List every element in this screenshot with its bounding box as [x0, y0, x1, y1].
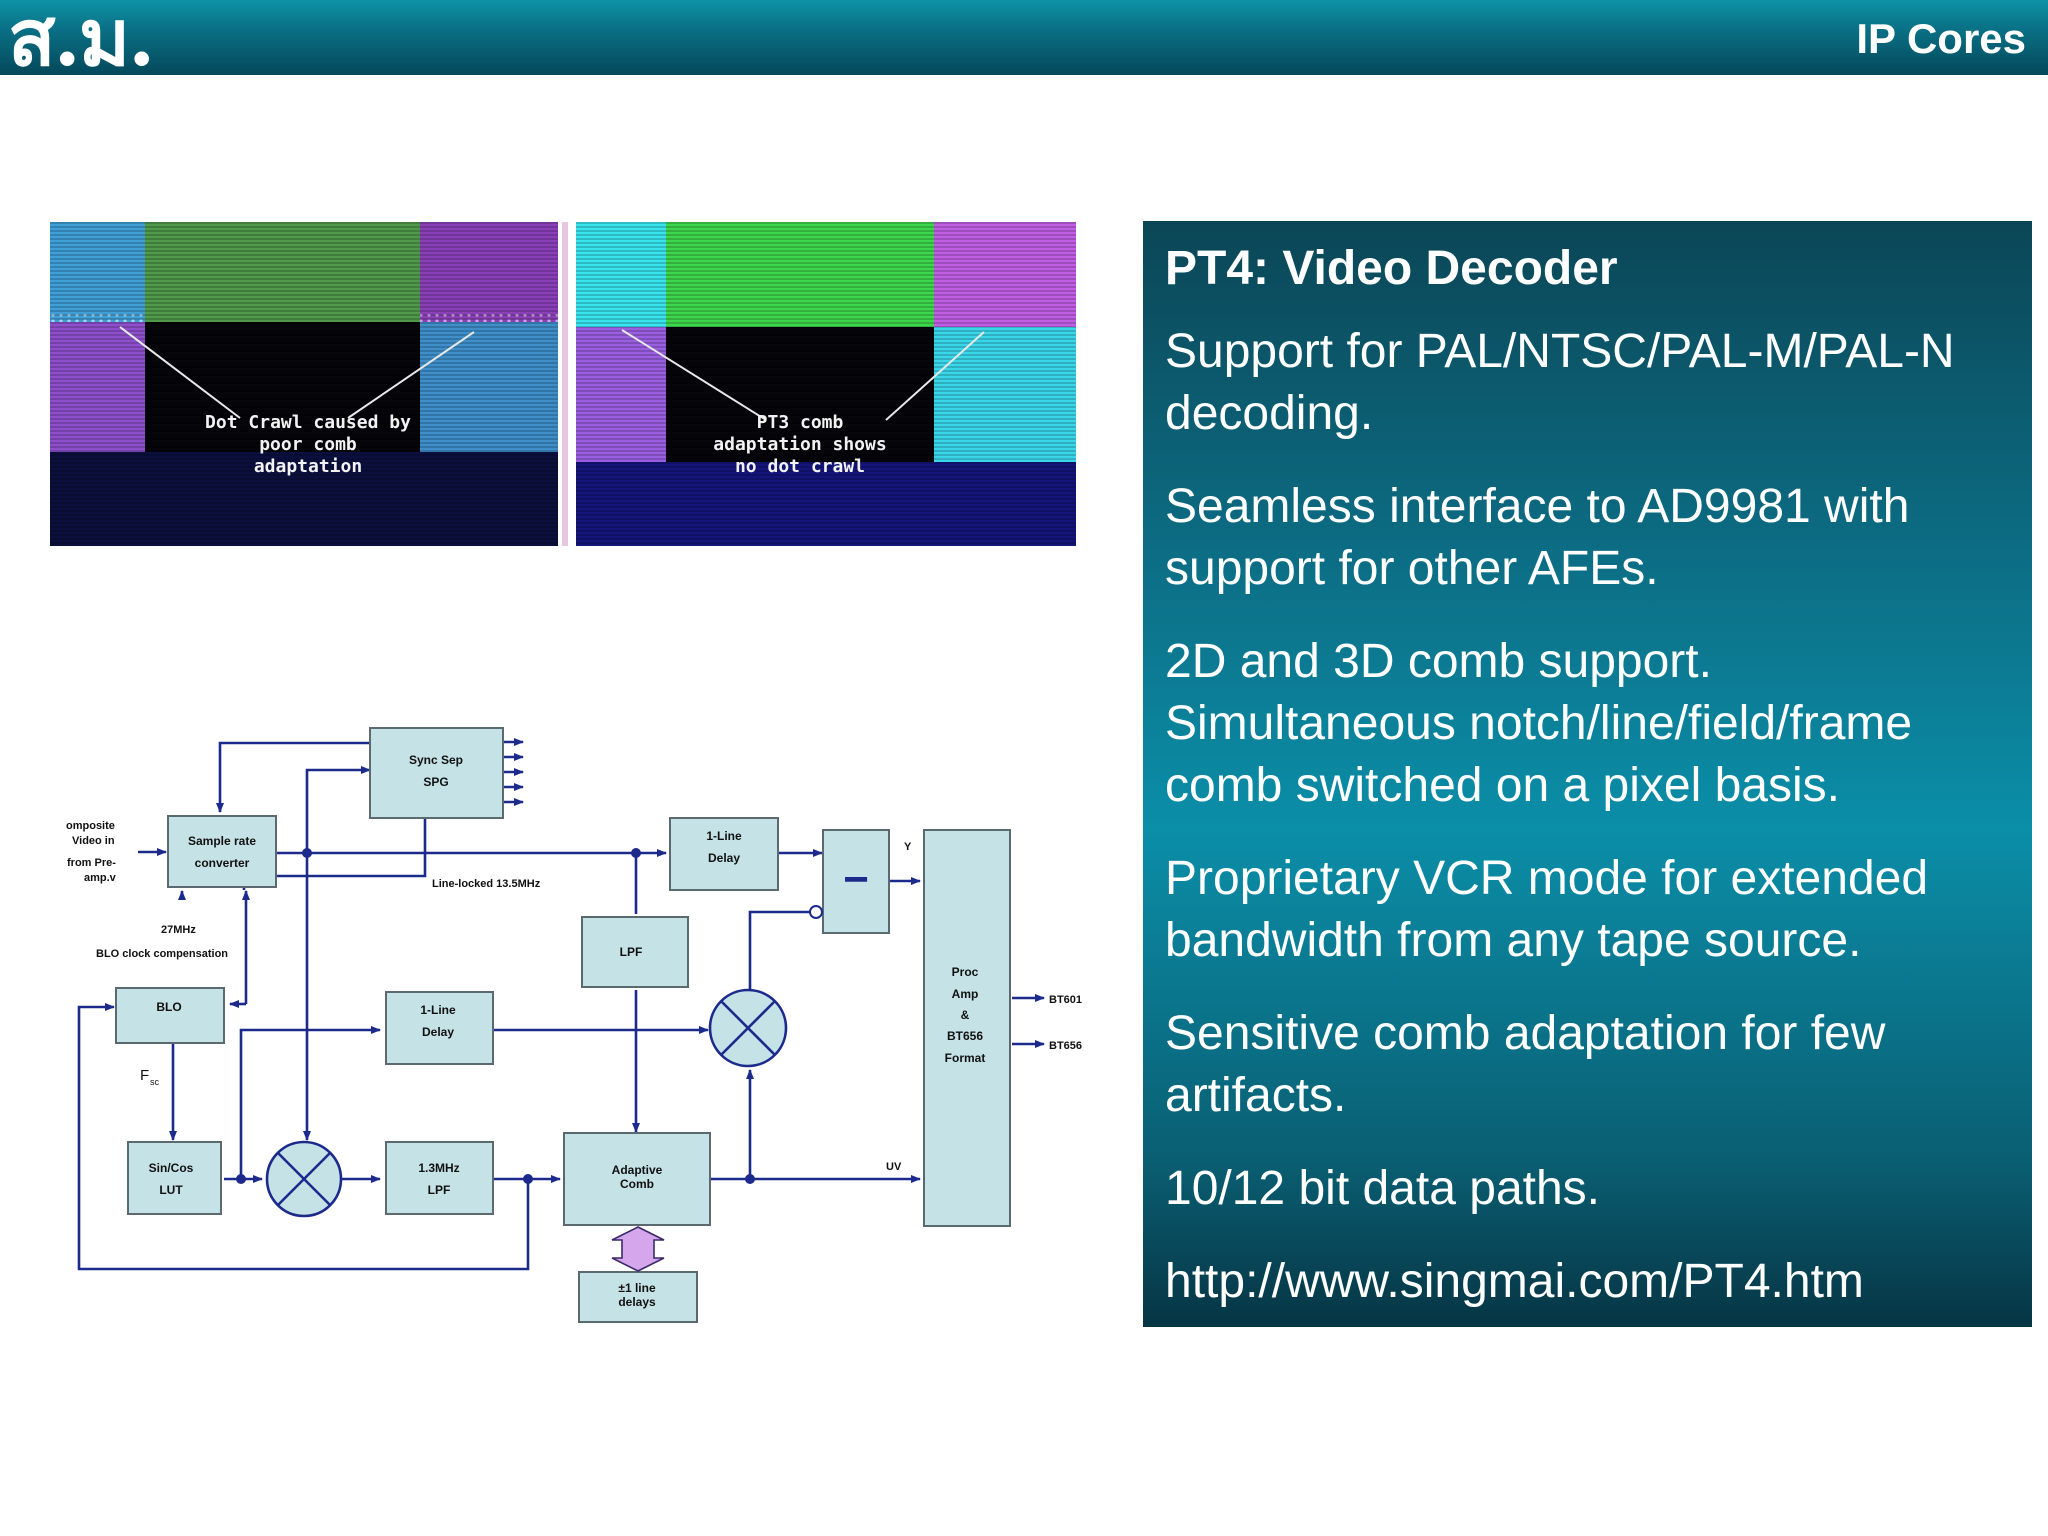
- input-label-4: amp.v: [84, 872, 117, 884]
- info-title: PT4: Video Decoder: [1165, 242, 1618, 295]
- block-line-delay-mid: [385, 991, 494, 1065]
- right-caption-line-2: adaptation shows: [713, 434, 886, 455]
- label-ampersand: &: [961, 1008, 970, 1022]
- block-sin-cos-lut: [127, 1141, 222, 1215]
- label-sin-cos: Sin/Cos: [149, 1161, 194, 1175]
- input-label-3: from Pre-: [67, 857, 116, 869]
- comparison-photos: Dot Crawl caused by poor comb adaptation…: [50, 222, 1076, 546]
- label-amp: Amp: [952, 987, 979, 1001]
- section-title: IP Cores: [1856, 15, 2026, 62]
- info-item-data-paths: 10/12 bit data paths.: [1165, 1162, 1600, 1215]
- block-blo: [115, 987, 225, 1044]
- label-line-delays-2: delays: [618, 1295, 656, 1309]
- label-delay-mid-2: Delay: [422, 1025, 454, 1039]
- label-27mhz: 27MHz: [161, 924, 196, 936]
- label-converter: converter: [195, 856, 250, 870]
- decoder-block-diagram: Sync Sep SPG Sample rate converter BLO S…: [66, 727, 1082, 1323]
- label-blo: BLO: [156, 1000, 181, 1014]
- label-proc: Proc: [952, 965, 979, 979]
- block-line-delay-top: [669, 817, 779, 891]
- label-lpf: LPF: [620, 945, 643, 959]
- photo-pt3-comb: [576, 222, 1076, 546]
- label-line-delays-1: ±1 line: [618, 1281, 656, 1295]
- label-comb: Comb: [620, 1177, 654, 1191]
- label-uv: UV: [886, 1161, 902, 1173]
- left-caption-line-1: Dot Crawl caused by: [205, 412, 411, 433]
- subtract-symbol: −: [843, 855, 869, 904]
- info-item-comb-support: 2D and 3D comb support. Simultaneous not…: [1165, 635, 1913, 812]
- block-adaptive-comb: [563, 1132, 711, 1226]
- invert-circle: [809, 905, 823, 919]
- block-sync-sep: [369, 727, 504, 819]
- block-line-delays: [578, 1271, 698, 1323]
- label-delay-top-2: Delay: [708, 851, 740, 865]
- label-adaptive: Adaptive: [612, 1163, 663, 1177]
- info-item-comb-adaptation: Sensitive comb adaptation for few artifa…: [1165, 1007, 1886, 1122]
- mixer-lower: [265, 1140, 343, 1218]
- block-proc-amp: [923, 829, 1011, 1227]
- photo-dot-crawl: [50, 222, 558, 546]
- label-delay-top-1: 1-Line: [706, 829, 742, 843]
- label-lpf13-1: 1.3MHz: [418, 1161, 459, 1175]
- label-y: Y: [904, 841, 912, 853]
- label-fsc-subscript: sc: [150, 1077, 160, 1087]
- label-line-locked: Line-locked 13.5MHz: [432, 878, 541, 890]
- input-label-2: Video in: [72, 835, 115, 847]
- delay-double-arrow: [611, 1226, 665, 1272]
- mixer-upper: [708, 988, 788, 1068]
- label-lut: LUT: [159, 1183, 183, 1197]
- label-fsc: F: [140, 1067, 149, 1084]
- info-item-afe-interface: Seamless interface to AD9981 with suppor…: [1165, 480, 1910, 595]
- left-caption-line-3: adaptation: [254, 456, 362, 477]
- info-item-url[interactable]: http://www.singmai.com/PT4.htm: [1165, 1255, 1864, 1308]
- block-subtractor: [822, 829, 890, 934]
- label-blo-compensation: BLO clock compensation: [96, 948, 228, 960]
- block-lpf-13mhz: [385, 1141, 494, 1215]
- right-caption-line-1: PT3 comb: [757, 412, 844, 433]
- info-panel: PT4: Video Decoder Support for PAL/NTSC/…: [1143, 221, 2032, 1327]
- info-item-vcr-mode: Proprietary VCR mode for extended bandwi…: [1165, 852, 1929, 967]
- left-caption-line-2: poor comb: [259, 434, 357, 455]
- label-lpf13-2: LPF: [428, 1183, 451, 1197]
- label-delay-mid-1: 1-Line: [420, 1003, 456, 1017]
- label-bt656-format: BT656: [947, 1029, 983, 1043]
- block-sample-rate-converter: [167, 815, 277, 888]
- label-sync-sep: Sync Sep: [409, 753, 463, 767]
- label-bt601-out: BT601: [1049, 994, 1082, 1006]
- info-item-standards: Support for PAL/NTSC/PAL-M/PAL-N decodin…: [1165, 325, 1955, 440]
- label-sample-rate: Sample rate: [188, 834, 256, 848]
- input-label-1: omposite: [66, 820, 115, 832]
- label-format: Format: [945, 1051, 986, 1065]
- block-lpf: [581, 916, 689, 988]
- label-spg: SPG: [423, 775, 448, 789]
- right-caption-line-3: no dot crawl: [735, 456, 865, 477]
- logo: ส.ม.: [8, 0, 155, 84]
- label-bt656-out: BT656: [1049, 1040, 1082, 1052]
- header-bar: ส.ม. IP Cores: [0, 0, 2048, 84]
